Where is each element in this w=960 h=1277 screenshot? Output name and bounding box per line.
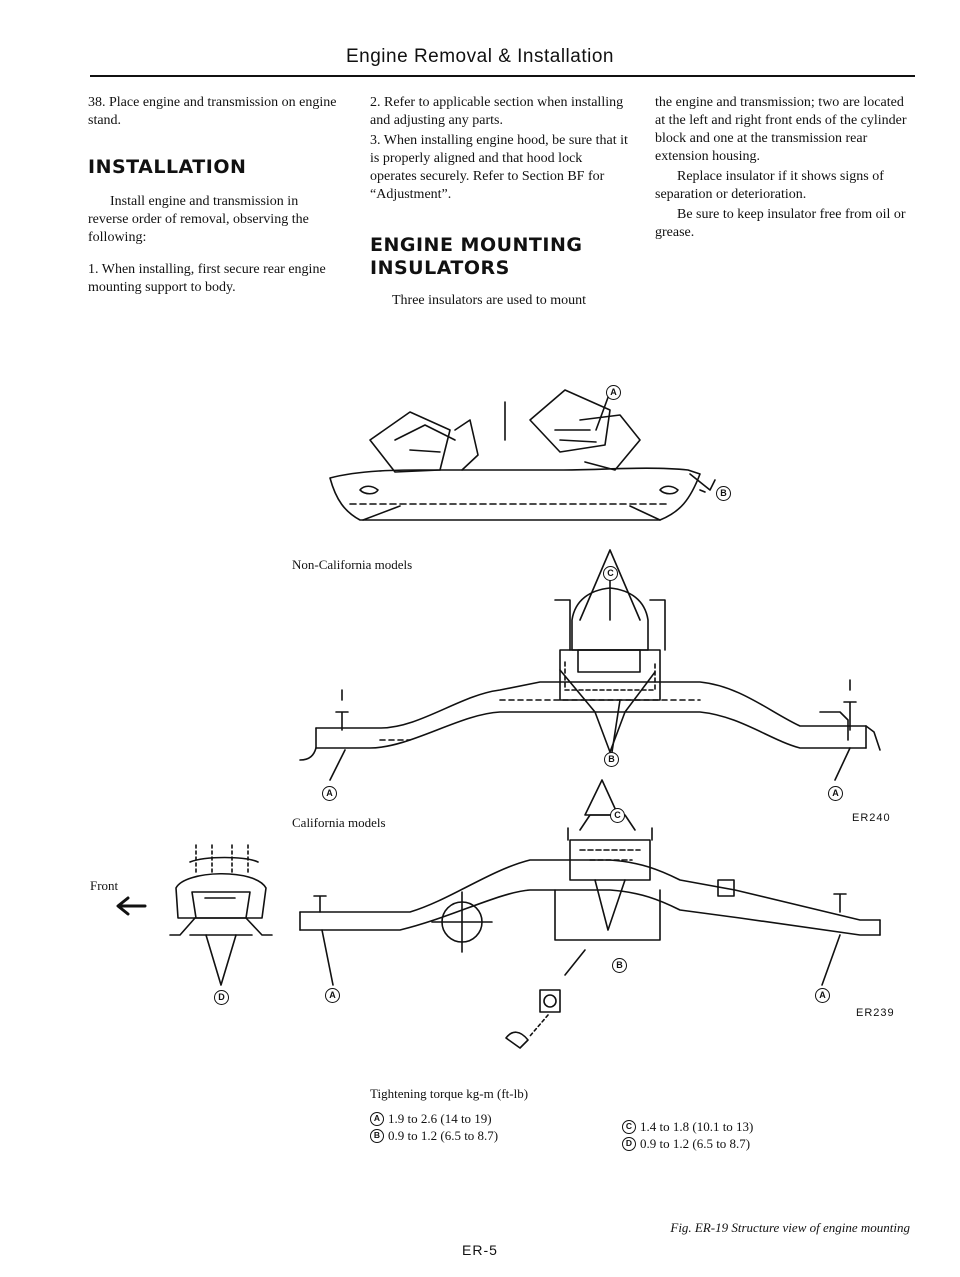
callout-a-cal-left: A xyxy=(325,988,340,1003)
callout-b-noncal: B xyxy=(604,752,619,767)
figure-code-er239: ER239 xyxy=(856,1007,895,1019)
text-column-1: 38. Place engine and transmission on eng… xyxy=(88,94,338,299)
mounting-para-2: Replace insulator if it shows signs of s… xyxy=(655,169,884,202)
step-38: 38. Place engine and transmission on eng… xyxy=(88,95,337,128)
torque-spec-left: Tightening torque kg-m (ft-lb) A 1.9 to … xyxy=(370,1085,528,1144)
torque-value-a: 1.9 to 2.6 (14 to 19) xyxy=(388,1111,492,1126)
front-mount-detail xyxy=(116,844,273,986)
torque-row-d: D 0.9 to 1.2 (6.5 to 8.7) xyxy=(622,1135,753,1152)
step-3: 3. When installing engine hood, be sure … xyxy=(370,133,628,202)
torque-mark-b: B xyxy=(370,1128,384,1143)
callout-a-noncal-left: A xyxy=(322,786,337,801)
torque-row-a: A 1.9 to 2.6 (14 to 19) xyxy=(370,1110,528,1127)
torque-value-b: 0.9 to 1.2 (6.5 to 8.7) xyxy=(388,1128,499,1143)
torque-value-d: 0.9 to 1.2 (6.5 to 8.7) xyxy=(640,1136,751,1151)
torque-mark-c: C xyxy=(622,1119,636,1134)
label-front: Front xyxy=(90,878,119,893)
text-column-3: the engine and transmission; two are loc… xyxy=(655,94,915,244)
top-perspective-view xyxy=(329,389,716,521)
figure-code-er240: ER240 xyxy=(852,812,891,824)
callout-a-top: A xyxy=(606,385,621,400)
callout-c-noncal: C xyxy=(603,566,618,581)
step-1: 1. When installing, first secure rear en… xyxy=(88,262,326,295)
page-number: ER-5 xyxy=(462,1242,498,1258)
callout-a-cal-right: A xyxy=(815,988,830,1003)
page-header-title: Engine Removal & Installation xyxy=(346,46,614,67)
label-non-california: Non-California models xyxy=(292,557,413,572)
callout-c-cal: C xyxy=(610,808,625,823)
torque-row-c: C 1.4 to 1.8 (10.1 to 13) xyxy=(622,1118,753,1135)
torque-value-c: 1.4 to 1.8 (10.1 to 13) xyxy=(640,1119,754,1134)
torque-mark-a: A xyxy=(370,1111,384,1126)
mounting-para-1: the engine and transmission; two are loc… xyxy=(655,95,907,164)
mounting-para-3: Be sure to keep insulator free from oil … xyxy=(655,207,906,240)
engine-mounting-heading: ENGINE MOUNTING INSULATORS xyxy=(370,234,583,279)
label-california: California models xyxy=(292,815,386,830)
step-2: 2. Refer to applicable section when inst… xyxy=(370,95,624,128)
text-column-2: 2. Refer to applicable section when inst… xyxy=(370,94,632,312)
callout-b-top: B xyxy=(716,486,731,501)
torque-title: Tightening torque kg-m (ft-lb) xyxy=(370,1086,529,1101)
california-crossmember xyxy=(299,779,881,1049)
installation-intro: Install engine and transmission in rever… xyxy=(88,194,309,245)
torque-row-b: B 0.9 to 1.2 (6.5 to 8.7) xyxy=(370,1127,528,1144)
installation-heading: INSTALLATION xyxy=(88,156,247,178)
callout-a-noncal-right: A xyxy=(828,786,843,801)
non-california-crossmember xyxy=(299,549,881,781)
torque-mark-d: D xyxy=(622,1136,636,1151)
header-rule xyxy=(90,75,915,77)
callout-b-cal: B xyxy=(612,958,627,973)
mounting-intro: Three insulators are used to mount xyxy=(392,293,587,308)
figure-caption: Fig. ER-19 Structure view of engine moun… xyxy=(670,1220,910,1235)
torque-spec-right: C 1.4 to 1.8 (10.1 to 13) D 0.9 to 1.2 (… xyxy=(622,1118,753,1152)
callout-d-front: D xyxy=(214,990,229,1005)
